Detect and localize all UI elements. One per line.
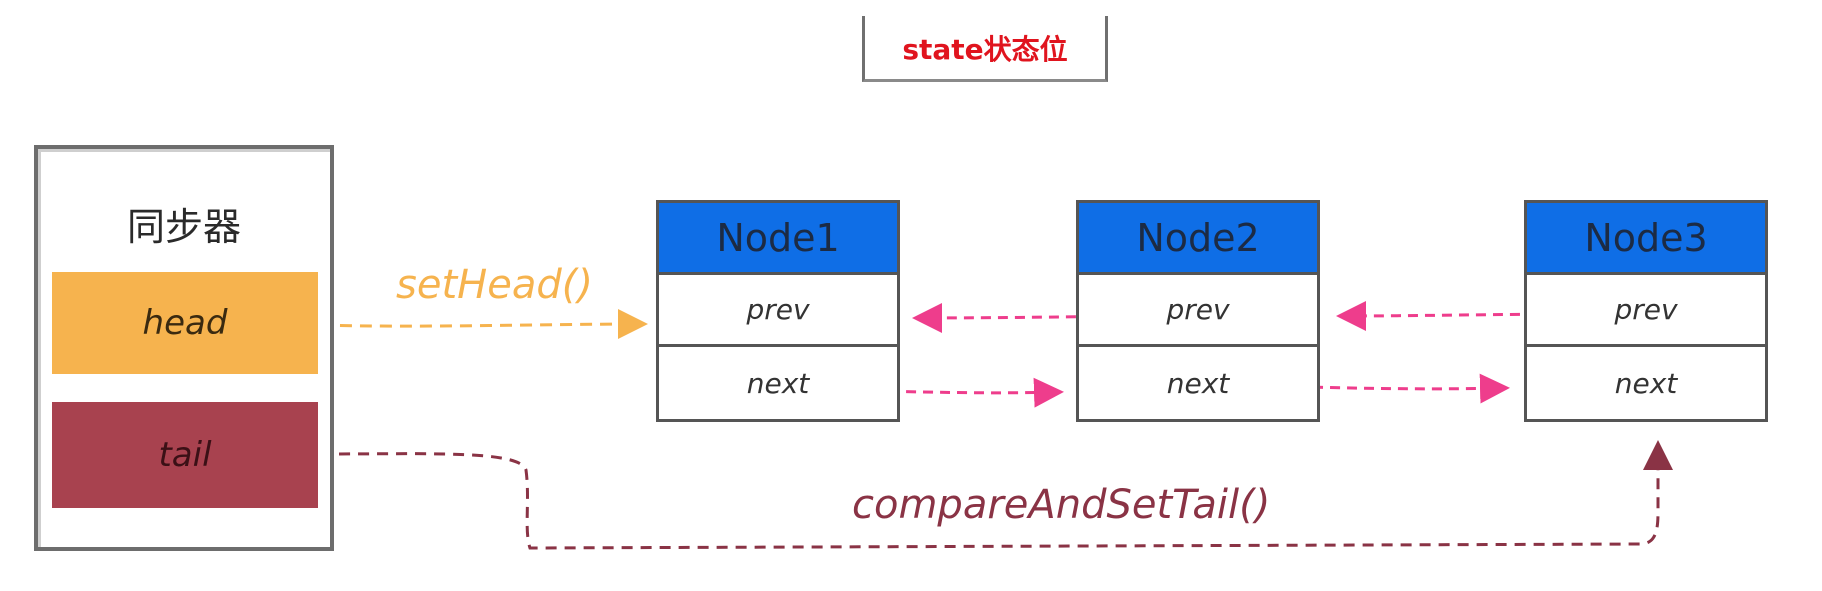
compare-and-set-tail-arrow bbox=[319, 440, 1673, 550]
state-label: state状态位 bbox=[902, 32, 1068, 66]
head-field: head bbox=[52, 272, 318, 374]
node-1-title: Node1 bbox=[659, 203, 897, 275]
set-head-label: setHead() bbox=[396, 262, 593, 308]
node-1-prev: prev bbox=[659, 275, 897, 347]
node-2-title: Node2 bbox=[1079, 203, 1317, 275]
node-1-next: next bbox=[746, 366, 810, 400]
set-head-arrow bbox=[319, 309, 648, 340]
node-2-next: next bbox=[1166, 366, 1230, 400]
node-3-prev: prev bbox=[1527, 275, 1765, 347]
state-box: state状态位 bbox=[862, 16, 1108, 82]
node2-next-arrow bbox=[1261, 373, 1510, 404]
node1-next-arrow bbox=[837, 377, 1064, 408]
node-3-next: next bbox=[1614, 366, 1678, 400]
tail-field: tail bbox=[52, 402, 318, 508]
synchronizer-title: 同步器 bbox=[126, 205, 241, 249]
compare-and-set-tail-label: compareAndSetTail() bbox=[852, 482, 1271, 528]
node-1: Node1 prev next bbox=[656, 200, 900, 422]
node-3: Node3 prev next bbox=[1524, 200, 1768, 422]
node-2: Node2 prev next bbox=[1076, 200, 1320, 422]
node-3-title: Node3 bbox=[1527, 203, 1765, 275]
node-2-prev: prev bbox=[1079, 275, 1317, 347]
node2-prev-arrow bbox=[912, 302, 1145, 333]
node3-prev-arrow bbox=[1336, 300, 1589, 331]
